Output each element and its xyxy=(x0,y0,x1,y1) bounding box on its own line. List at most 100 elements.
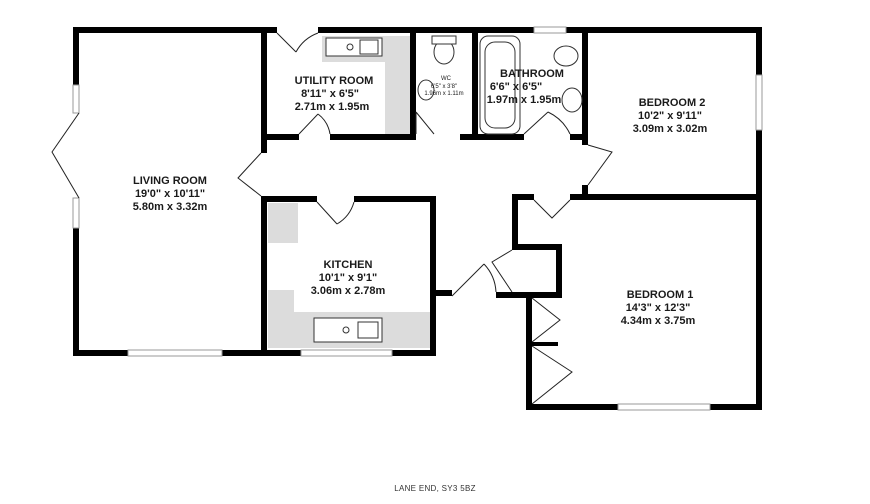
wall xyxy=(73,27,265,33)
room-name: WC xyxy=(441,76,452,82)
room-size-imperial: 14'3" x 12'3" xyxy=(626,302,691,314)
room-size-metric: 3.09m x 3.02m xyxy=(633,123,708,135)
window xyxy=(755,74,763,131)
door-swing xyxy=(451,263,497,297)
wall xyxy=(430,290,452,296)
door-swing xyxy=(298,113,331,135)
wall xyxy=(261,350,301,356)
room-size-imperial: 10'2" x 9'11" xyxy=(638,110,702,122)
windows xyxy=(72,26,763,411)
wall xyxy=(73,350,128,356)
wall xyxy=(261,27,267,153)
room-label-bedroom1: BEDROOM 1 14'3" x 12'3" 4.34m x 3.75m xyxy=(621,289,696,327)
bath-basin xyxy=(561,87,583,113)
wall xyxy=(512,194,518,250)
wall xyxy=(330,134,416,140)
room-label-living: LIVING ROOM 19'0" x 10'11" 5.80m x 3.32m xyxy=(133,175,208,213)
room-name: KITCHEN xyxy=(324,259,373,271)
wall xyxy=(73,27,79,85)
wall xyxy=(566,27,762,33)
room-label-bedroom2: BEDROOM 2 10'2" x 9'11" 3.09m x 3.02m xyxy=(633,97,708,135)
room-label-utility: UTILITY ROOM 8'11" x 6'5" 2.71m x 1.95m xyxy=(295,75,374,113)
door-swing xyxy=(237,152,262,197)
wall xyxy=(516,194,534,200)
wall xyxy=(710,404,762,410)
door-swing xyxy=(316,201,355,225)
room-name: UTILITY ROOM xyxy=(295,75,374,87)
room-size-imperial: 8'11" x 6'5" xyxy=(301,88,359,100)
room-label-bathroom: BATHROOM 6'6" x 6'5" 1.97m x 1.95m xyxy=(487,68,564,106)
utility-tap xyxy=(346,43,354,51)
wall xyxy=(512,244,562,250)
room-size-imperial: 6'5" x 3'8" xyxy=(431,84,457,90)
wall xyxy=(570,134,588,140)
kitchen-worktop-left xyxy=(268,290,294,348)
door-swing xyxy=(523,111,571,135)
wall xyxy=(526,342,558,346)
wall xyxy=(460,134,524,140)
door-swing xyxy=(51,112,80,199)
wall xyxy=(582,185,588,200)
walls xyxy=(73,27,762,410)
room-size-metric: 5.80m x 3.32m xyxy=(133,201,208,213)
wall xyxy=(261,134,299,140)
room-size-imperial: 10'1" x 9'1" xyxy=(319,272,377,284)
room-name: BEDROOM 2 xyxy=(639,97,706,109)
wall xyxy=(756,130,762,200)
wall xyxy=(410,27,416,140)
door-swing xyxy=(533,199,571,219)
room-label-kitchen: KITCHEN 10'1" x 9'1" 3.06m x 2.78m xyxy=(311,259,386,297)
wall xyxy=(570,194,762,200)
room-size-imperial: 19'0" x 10'11" xyxy=(135,188,205,200)
address-footer: LANE END, SY3 5BZ xyxy=(394,484,476,493)
room-size-metric: 1.97m x 1.95m xyxy=(487,94,562,106)
window xyxy=(617,403,711,411)
door-swing xyxy=(491,249,513,293)
room-label-wc: WC 6'5" x 3'8" 1.96m x 1.11m xyxy=(424,76,463,97)
room-name: BEDROOM 1 xyxy=(627,289,694,301)
window xyxy=(300,349,393,357)
kitchen-tap xyxy=(342,326,350,334)
door-swing xyxy=(531,345,573,405)
bath-toilet xyxy=(553,45,579,67)
door-swing xyxy=(587,144,613,186)
wall xyxy=(430,196,436,356)
window xyxy=(533,26,567,34)
wall xyxy=(526,292,532,410)
door-swing xyxy=(531,297,561,343)
wc-cistern xyxy=(431,35,457,45)
door-swing xyxy=(276,32,319,53)
wall xyxy=(261,27,277,33)
doors xyxy=(51,32,613,405)
wall xyxy=(73,228,79,356)
window xyxy=(72,197,80,229)
wall xyxy=(318,27,480,33)
window xyxy=(127,349,223,357)
wall xyxy=(261,196,317,202)
wall xyxy=(474,27,534,33)
kitchen-sink-bowl xyxy=(357,321,379,339)
wall xyxy=(472,27,478,140)
utility-sink-bowl xyxy=(359,39,379,55)
wall xyxy=(582,27,588,145)
room-size-metric: 2.71m x 1.95m xyxy=(295,101,370,113)
wall xyxy=(222,350,267,356)
room-name: LIVING ROOM xyxy=(133,175,207,187)
wall xyxy=(392,350,436,356)
wall xyxy=(756,27,762,75)
bath-inner xyxy=(484,41,516,129)
fixtures xyxy=(313,35,583,343)
room-name: BATHROOM xyxy=(500,68,564,80)
kitchen-corner-worktop xyxy=(268,203,298,243)
door-swing xyxy=(415,111,435,135)
room-size-imperial: 6'6" x 6'5" xyxy=(490,81,542,93)
wall xyxy=(556,244,562,298)
room-size-metric: 3.06m x 2.78m xyxy=(311,285,386,297)
wall xyxy=(756,194,762,410)
wall xyxy=(354,196,436,202)
wc-basin xyxy=(417,79,435,101)
wall xyxy=(261,196,267,354)
wall xyxy=(526,404,618,410)
room-size-metric: 4.34m x 3.75m xyxy=(621,315,696,327)
